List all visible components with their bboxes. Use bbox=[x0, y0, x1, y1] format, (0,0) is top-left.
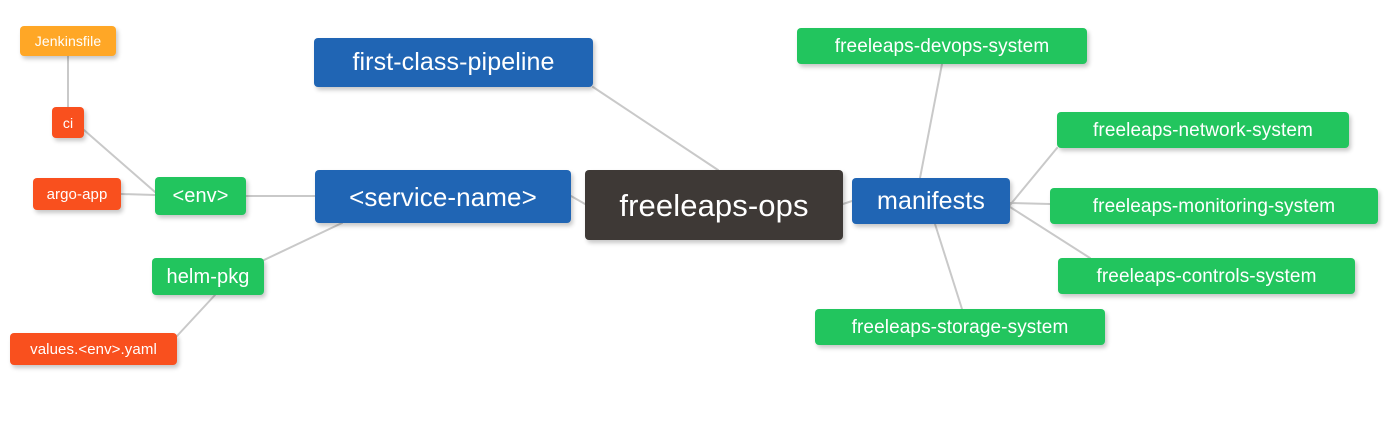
edge-ci-to-env bbox=[83, 129, 156, 193]
node-label: freeleaps-monitoring-system bbox=[1092, 195, 1336, 217]
node-root[interactable]: freeleaps-ops bbox=[585, 170, 843, 240]
node-label: ci bbox=[62, 114, 74, 131]
edge-root-to-manifests bbox=[842, 200, 853, 205]
node-label: argo-app bbox=[46, 185, 108, 203]
node-valuesyaml[interactable]: values.<env>.yaml bbox=[10, 333, 177, 365]
node-argoapp[interactable]: argo-app bbox=[33, 178, 121, 210]
edge-argoapp-to-env bbox=[120, 193, 156, 196]
node-helm[interactable]: helm-pkg bbox=[152, 258, 264, 295]
edge-helm-to-service bbox=[263, 222, 343, 261]
node-label: first-class-pipeline bbox=[352, 48, 555, 76]
node-label: <service-name> bbox=[349, 181, 537, 212]
node-devops[interactable]: freeleaps-devops-system bbox=[797, 28, 1087, 64]
edge-manifests-to-network bbox=[1009, 147, 1058, 206]
edge-manifests-to-monitoring bbox=[1009, 202, 1051, 205]
edge-pipeline-to-root bbox=[592, 86, 719, 171]
node-label: Jenkinsfile bbox=[34, 33, 102, 49]
node-controls[interactable]: freeleaps-controls-system bbox=[1058, 258, 1355, 294]
node-label: values.<env>.yaml bbox=[30, 340, 157, 358]
node-label: freeleaps-controls-system bbox=[1096, 265, 1317, 287]
node-label: freeleaps-devops-system bbox=[834, 35, 1050, 57]
edge-manifests-to-devops bbox=[919, 63, 943, 179]
node-label: freeleaps-network-system bbox=[1093, 119, 1313, 141]
node-label: freeleaps-ops bbox=[619, 187, 809, 223]
node-manifests[interactable]: manifests bbox=[852, 178, 1010, 224]
node-label: <env> bbox=[172, 185, 229, 207]
node-label: manifests bbox=[877, 186, 985, 215]
node-label: freeleaps-storage-system bbox=[851, 316, 1069, 338]
node-env[interactable]: <env> bbox=[155, 177, 246, 215]
edge-manifests-to-controls bbox=[1009, 206, 1091, 259]
edge-service-to-root bbox=[570, 195, 586, 205]
node-monitoring[interactable]: freeleaps-monitoring-system bbox=[1050, 188, 1378, 224]
node-service[interactable]: <service-name> bbox=[315, 170, 571, 223]
edge-valuesyaml-to-helm bbox=[176, 294, 216, 337]
node-network[interactable]: freeleaps-network-system bbox=[1057, 112, 1349, 148]
node-ci[interactable]: ci bbox=[52, 107, 84, 138]
node-label: helm-pkg bbox=[166, 265, 250, 288]
node-pipeline[interactable]: first-class-pipeline bbox=[314, 38, 593, 87]
node-jenkinsfile[interactable]: Jenkinsfile bbox=[20, 26, 116, 56]
node-storage[interactable]: freeleaps-storage-system bbox=[815, 309, 1105, 345]
edge-manifests-to-storage bbox=[934, 223, 963, 310]
